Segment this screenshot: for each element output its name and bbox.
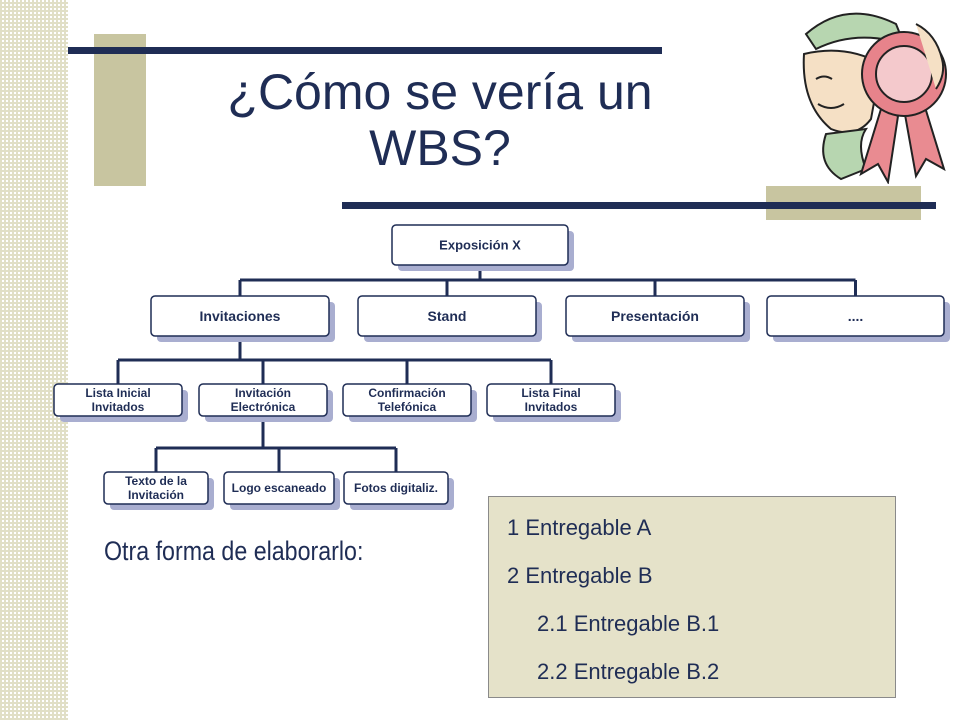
outline-box: 1 Entregable A 2 Entregable B 2.1 Entreg… xyxy=(488,496,896,698)
wbs-node-l1-presentacion: Presentación xyxy=(565,295,750,342)
navy-top-line xyxy=(68,47,662,54)
node-label: Invitación xyxy=(235,386,291,400)
node-box xyxy=(343,471,449,505)
outline-item-1: 1 Entregable A xyxy=(507,515,652,540)
node-box xyxy=(357,295,537,337)
subtitle: Otra forma de elaborarlo: xyxy=(104,536,364,566)
node-label: Invitados xyxy=(92,400,145,414)
node-label: Lista Inicial xyxy=(85,386,150,400)
node-box xyxy=(342,383,472,417)
node-label: Exposición X xyxy=(439,238,521,253)
wbs-node-l1-invitaciones: Invitaciones xyxy=(150,295,335,342)
node-label: Invitación xyxy=(128,488,184,502)
wbs-node-root: Exposición X xyxy=(391,224,574,271)
award-ribbon-person-icon xyxy=(802,12,947,184)
node-label: Telefónica xyxy=(378,400,437,414)
title-line-1: ¿Cómo se vería un xyxy=(227,64,653,120)
wbs-node-l3-fotos: Fotos digitaliz. xyxy=(343,471,454,510)
node-label: Electrónica xyxy=(231,400,296,414)
wbs-node-l3-logo: Logo escaneado xyxy=(223,471,340,510)
node-label: Texto de la xyxy=(125,474,187,488)
outline-item-2: 2 Entregable B xyxy=(507,563,653,588)
node-label: Logo escaneado xyxy=(232,481,327,495)
node-label: Presentación xyxy=(611,308,699,324)
node-box xyxy=(53,383,183,417)
node-box xyxy=(565,295,745,337)
slide-title: ¿Cómo se vería un WBS? xyxy=(160,64,720,176)
wbs-node-l1-stand: Stand xyxy=(357,295,542,342)
checker-pattern xyxy=(0,0,68,720)
node-label: Stand xyxy=(428,308,467,324)
outline-item-2-1: 2.1 Entregable B.1 xyxy=(537,611,720,636)
node-label: .... xyxy=(848,308,864,324)
node-box xyxy=(223,471,335,505)
title-line-2: WBS? xyxy=(369,120,511,176)
node-label: Invitaciones xyxy=(200,308,281,324)
node-box xyxy=(391,224,569,266)
node-box xyxy=(486,383,616,417)
node-label: Fotos digitaliz. xyxy=(354,481,438,495)
node-box xyxy=(766,295,945,337)
olive-vertical-bar xyxy=(94,34,146,186)
wbs-node-l1-more: .... xyxy=(766,295,950,342)
node-label: Invitados xyxy=(525,400,578,414)
node-box xyxy=(150,295,330,337)
navy-bottom-line xyxy=(342,202,936,209)
node-label: Lista Final xyxy=(521,386,580,400)
outline-item-2-2: 2.2 Entregable B.2 xyxy=(537,659,720,684)
node-box xyxy=(198,383,328,417)
node-label: Confirmación xyxy=(368,386,445,400)
node-box xyxy=(103,471,209,505)
